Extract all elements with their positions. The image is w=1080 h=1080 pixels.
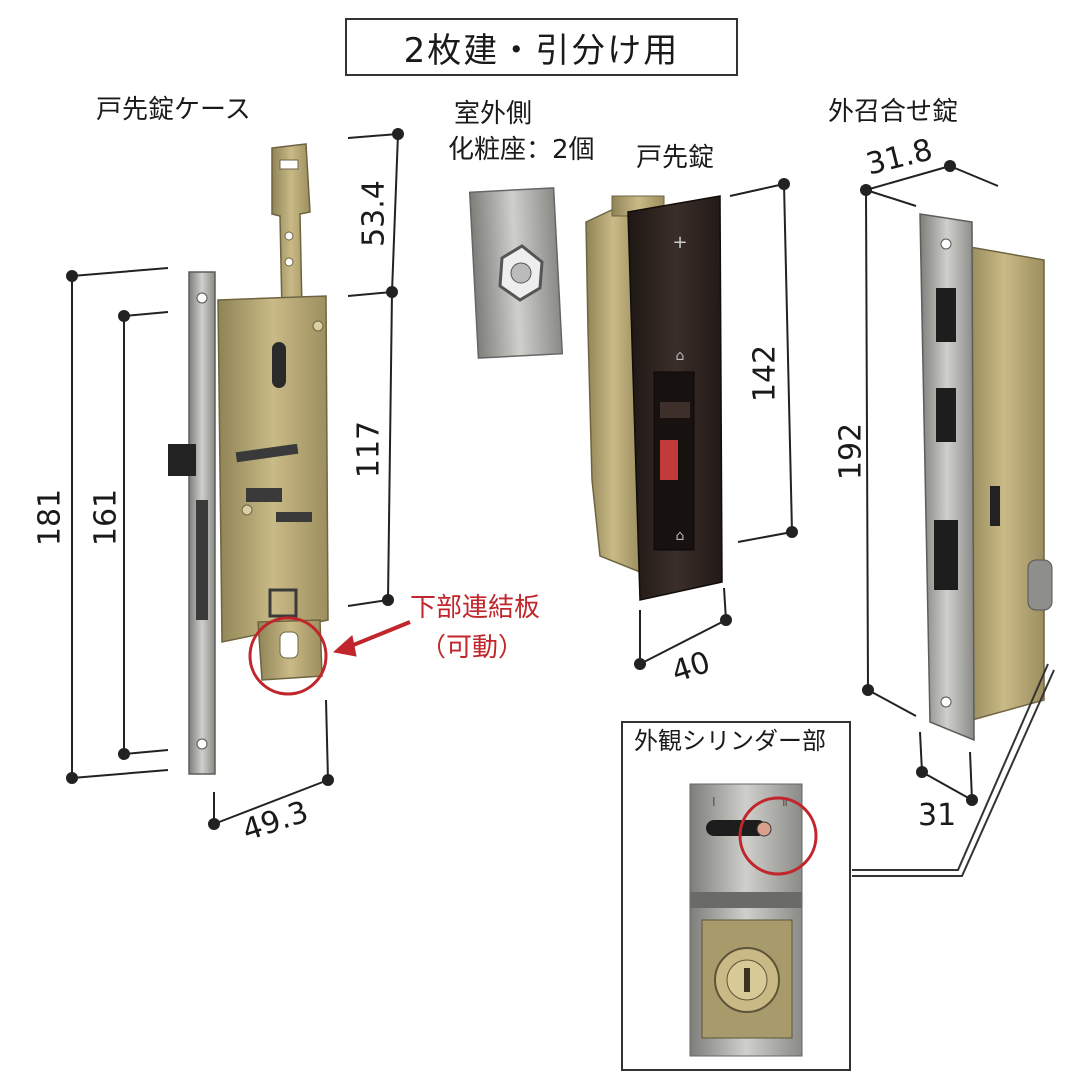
case-label: 戸先錠ケース bbox=[96, 95, 251, 125]
dim-case-faceplate: 161 bbox=[88, 488, 124, 547]
dim-receiver-height: 192 bbox=[833, 422, 869, 481]
dim-case-total: 181 bbox=[32, 488, 68, 547]
rosette-illustration bbox=[468, 187, 564, 359]
dim-receiver-width: 31 bbox=[918, 798, 957, 833]
cylinder-callout-lines bbox=[852, 663, 1055, 877]
svg-text:Ⅰ: Ⅰ bbox=[712, 795, 716, 809]
svg-text:⌂: ⌂ bbox=[676, 528, 685, 544]
diagram-title: 2枚建・引分け用 bbox=[345, 18, 738, 76]
rosette-label-line2: 化粧座：2個 bbox=[448, 135, 595, 165]
rosette-label-line1: 室外側 bbox=[454, 99, 533, 129]
door-lock-illustration: + ⌂ ⌂ bbox=[585, 195, 723, 601]
svg-text:⌂: ⌂ bbox=[676, 348, 685, 364]
case-dimension-lines bbox=[66, 128, 404, 830]
receiver-label: 外召合せ錠 bbox=[828, 97, 959, 127]
lower-plate-label-line1: 下部連結板 bbox=[410, 593, 541, 623]
svg-text:Ⅱ: Ⅱ bbox=[782, 795, 788, 809]
dim-lock-height: 142 bbox=[747, 344, 783, 403]
cylinder-inset: Ⅰ Ⅱ bbox=[621, 721, 851, 1071]
receiver-dimension-lines bbox=[860, 160, 999, 806]
case-illustration bbox=[168, 143, 329, 775]
dim-case-body: 117 bbox=[351, 420, 387, 479]
door-lock-label: 戸先錠 bbox=[636, 143, 715, 173]
cylinder-label: 外観シリンダー部 bbox=[634, 727, 826, 755]
receiver-illustration bbox=[919, 213, 1053, 742]
door-lock-dimension-lines bbox=[634, 178, 798, 670]
dim-case-top: 53.4 bbox=[356, 180, 392, 247]
lower-plate-label-line2: （可動） bbox=[420, 633, 525, 663]
svg-text:+: + bbox=[672, 232, 687, 253]
lower-plate-arrow bbox=[332, 620, 411, 657]
